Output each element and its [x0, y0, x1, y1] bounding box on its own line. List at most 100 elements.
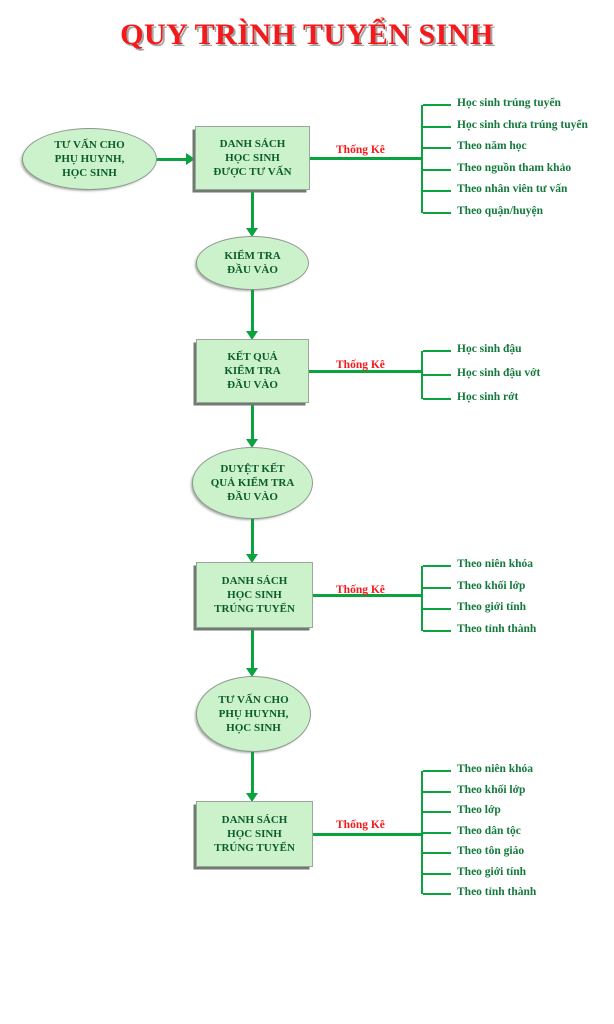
branch-tick	[423, 398, 451, 400]
branch-item-label[interactable]: Học sinh trúng tuyển	[457, 97, 561, 109]
branch-tick	[423, 893, 451, 895]
node-danh-sach-hoc-sinh-duoc-tu-van[interactable]: DANH SÁCH HỌC SINH ĐƯỢC TƯ VẤN	[195, 126, 310, 190]
branch-item-label[interactable]: Theo tôn giáo	[457, 845, 525, 857]
node-label: DANH SÁCH HỌC SINH ĐƯỢC TƯ VẤN	[196, 137, 309, 179]
branch-tick	[423, 790, 451, 793]
branch-tick	[423, 374, 451, 376]
flow-connector-arrow	[246, 554, 258, 563]
flow-connector-line	[250, 290, 254, 331]
branch-tick	[423, 565, 451, 567]
branch-item-label[interactable]: Theo giới tính	[457, 865, 526, 878]
branch-item-label[interactable]: Học sinh đậu	[457, 343, 522, 355]
branch-tick	[423, 211, 451, 214]
node-label-line: QUẢ KIỂM TRA	[210, 477, 295, 489]
page-title: QUY TRÌNH TUYỂN SINH	[120, 18, 494, 51]
branch-item-label[interactable]: Theo lớp	[457, 804, 501, 816]
flow-connector-arrow	[246, 439, 258, 448]
branch-item-label[interactable]: Học sinh chưa trúng tuyển	[457, 118, 588, 131]
node-label-line: KẾT QUẢ	[227, 351, 278, 363]
branch-item-label[interactable]: Theo khối lớp	[457, 579, 526, 592]
node-label-line: TRÚNG TUYỂN	[214, 842, 295, 854]
branch-item-label[interactable]: Theo tỉnh thành	[457, 622, 537, 635]
branch-item-label[interactable]: Theo nhân viên tư vấn	[457, 183, 568, 195]
branch-tick	[423, 125, 451, 128]
branch-stem	[313, 832, 421, 836]
node-label-line: TRÚNG TUYỂN	[214, 603, 295, 615]
node-label-line: TƯ VẤN CHO	[54, 139, 125, 151]
flow-connector-line	[250, 628, 254, 668]
node-label-line: ĐẦU VÀO	[227, 491, 278, 503]
branch-item-label[interactable]: Theo năm học	[457, 140, 527, 152]
node-ket-qua-kiem-tra-dau-vao[interactable]: KẾT QUẢ KIỂM TRA ĐẦU VÀO	[196, 339, 309, 403]
node-duyet-ket-qua-kiem-tra-dau-vao[interactable]: DUYỆT KẾT QUẢ KIỂM TRA ĐẦU VÀO	[192, 447, 313, 519]
node-kiem-tra-dau-vao[interactable]: KIỂM TRA ĐẦU VÀO	[196, 236, 309, 290]
flow-connector-arrow	[246, 228, 258, 237]
node-danh-sach-hoc-sinh-trung-tuyen-2[interactable]: DANH SÁCH HỌC SINH TRÚNG TUYỂN	[196, 801, 313, 867]
branch-item-label[interactable]: Theo niên khóa	[457, 763, 534, 775]
node-label-line: KIỂM TRA	[224, 250, 281, 262]
branch-item-label[interactable]: Theo quận/huyện	[457, 204, 543, 217]
branch-item-label[interactable]: Theo nguồn tham khảo	[457, 161, 572, 174]
node-label-line: TƯ VẤN CHO	[218, 694, 289, 706]
branch-tick	[423, 190, 451, 192]
flow-connector-arrow	[246, 793, 258, 802]
branch-stem	[310, 156, 421, 160]
branch-item-label[interactable]: Theo niên khóa	[457, 558, 534, 570]
branch-tick	[423, 872, 451, 875]
branch-stem-jog	[421, 832, 423, 834]
branch-item-label[interactable]: Theo tỉnh thành	[457, 886, 537, 898]
flow-connector-arrow	[246, 331, 258, 340]
statistics-label: Thống Kê	[336, 819, 385, 831]
branch-tick	[423, 104, 451, 106]
node-label-line: HỌC SINH	[225, 152, 280, 164]
node-label: KẾT QUẢ KIỂM TRA ĐẦU VÀO	[197, 350, 308, 392]
branch-stem-jog	[421, 595, 423, 599]
branch-item-label[interactable]: Học sinh đậu vớt	[457, 367, 541, 379]
branch-spine	[421, 105, 423, 213]
flow-connector-line	[250, 519, 254, 554]
node-label-line: ĐẦU VÀO	[227, 264, 278, 276]
node-label-line: DUYỆT KẾT	[220, 463, 285, 475]
node-label: DANH SÁCH HỌC SINH TRÚNG TUYỂN	[197, 813, 312, 855]
statistics-label: Thống Kê	[336, 584, 385, 596]
node-label-line: ĐƯỢC TƯ VẤN	[213, 166, 292, 178]
branch-tick	[423, 831, 451, 834]
node-label-line: HỌC SINH	[227, 828, 282, 840]
flow-connector-line	[250, 403, 254, 439]
flow-connector-arrow	[186, 153, 195, 165]
node-label-line: DANH SÁCH	[221, 814, 288, 826]
flow-connector-line	[250, 752, 254, 793]
branch-tick	[423, 168, 451, 171]
flow-connector-line	[151, 157, 186, 161]
branch-item-label[interactable]: Theo giới tính	[457, 601, 526, 613]
branch-item-label[interactable]: Theo dân tộc	[457, 824, 521, 837]
node-label: KIỂM TRA ĐẦU VÀO	[197, 249, 308, 277]
branch-item-label[interactable]: Theo khối lớp	[457, 783, 526, 796]
branch-tick	[423, 770, 451, 772]
branch-stem-jog	[421, 371, 423, 375]
node-danh-sach-hoc-sinh-trung-tuyen-1[interactable]: DANH SÁCH HỌC SINH TRÚNG TUYỂN	[196, 562, 313, 628]
branch-tick	[423, 629, 451, 632]
node-label-line: ĐẦU VÀO	[227, 379, 278, 391]
node-label-line: HỌC SINH	[227, 589, 282, 601]
branch-stem	[313, 593, 421, 597]
branch-spine	[421, 351, 423, 399]
node-label-line: KIỂM TRA	[224, 365, 281, 377]
node-label-line: HỌC SINH	[226, 722, 281, 734]
node-label-line: DANH SÁCH	[221, 575, 288, 587]
branch-item-label[interactable]: Học sinh rớt	[457, 391, 519, 403]
statistics-label: Thống Kê	[336, 144, 385, 156]
branch-tick	[423, 586, 451, 589]
flow-connector-arrow	[246, 668, 258, 677]
branch-spine	[421, 566, 423, 631]
node-label-line: DANH SÁCH	[219, 138, 286, 150]
